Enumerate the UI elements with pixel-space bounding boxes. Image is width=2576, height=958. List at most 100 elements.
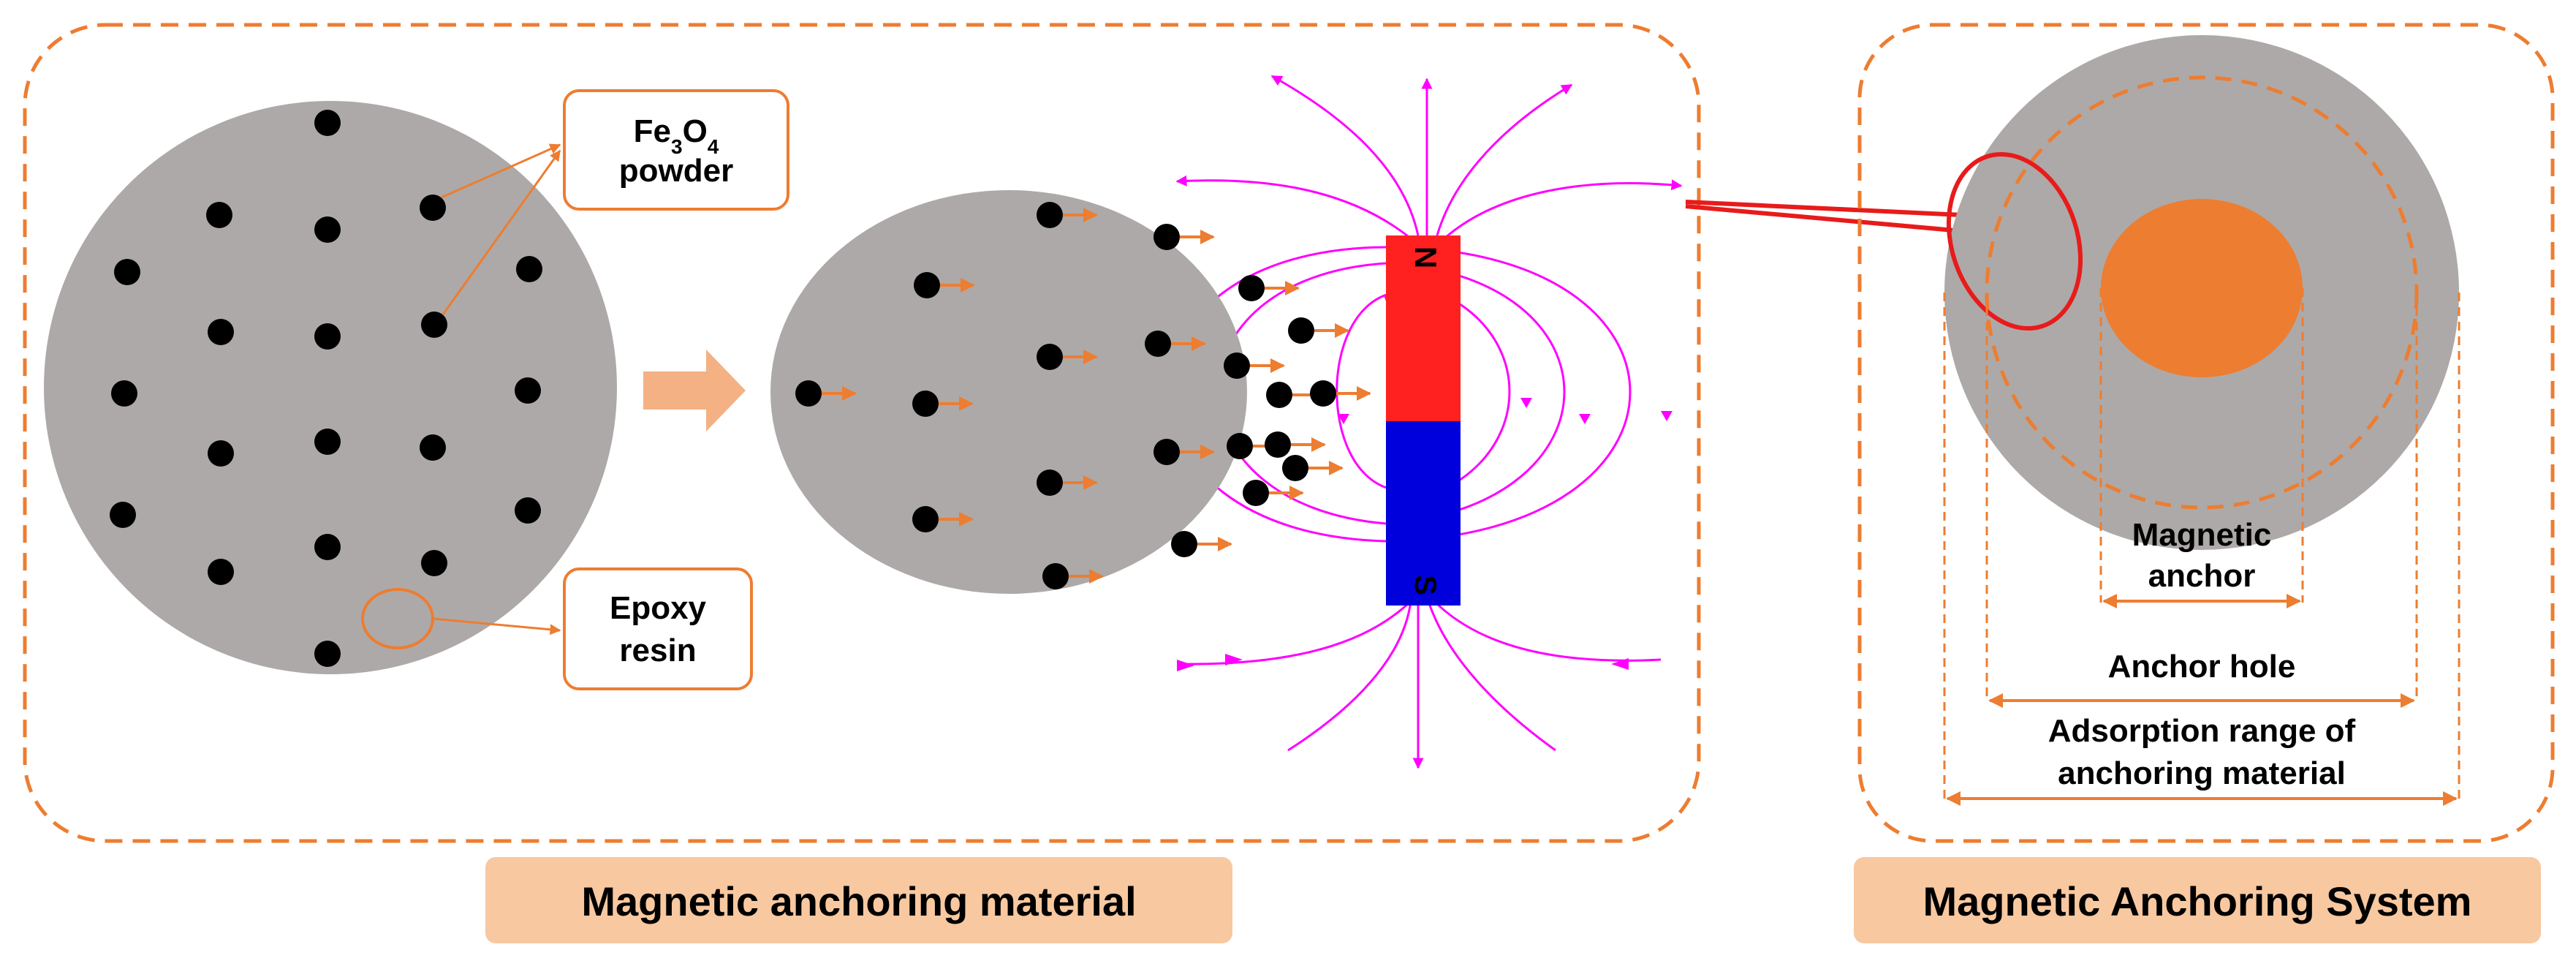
particle bbox=[314, 216, 341, 243]
particle bbox=[1238, 275, 1265, 301]
particle bbox=[421, 312, 447, 338]
particle bbox=[912, 391, 939, 417]
particle bbox=[314, 110, 341, 136]
zoom-connector bbox=[1685, 200, 1963, 233]
zoom-line-top bbox=[1685, 200, 1963, 217]
callout-pointer bbox=[442, 149, 561, 315]
dimension-arrows bbox=[1946, 594, 2458, 806]
field-line bbox=[1175, 175, 1412, 240]
right-panel-title: Magnetic Anchoring System bbox=[1923, 878, 2472, 924]
field-line bbox=[1388, 262, 1566, 525]
magnetic-anchor bbox=[2101, 199, 2303, 377]
magnet-icon: N S bbox=[1386, 235, 1461, 606]
field-line bbox=[1287, 600, 1412, 752]
left-panel-title: Magnetic anchoring material bbox=[581, 878, 1136, 924]
magnetic-field-lines bbox=[1167, 75, 1683, 769]
zoom-line-bottom bbox=[1685, 204, 1963, 233]
particle bbox=[1171, 531, 1197, 557]
particle bbox=[420, 434, 446, 461]
field-line bbox=[1336, 293, 1390, 490]
particle bbox=[1265, 431, 1291, 458]
particle bbox=[208, 319, 234, 345]
field-line bbox=[1433, 600, 1662, 662]
particle bbox=[110, 502, 136, 528]
label-adsorption-range-line2: anchoring material bbox=[2058, 755, 2346, 791]
field-arrowheads bbox=[1177, 295, 1672, 671]
field-arrowhead bbox=[1338, 414, 1349, 424]
particle bbox=[795, 380, 822, 407]
particle bbox=[914, 272, 940, 298]
particle bbox=[1288, 317, 1314, 344]
callout-epoxy: Epoxy resin bbox=[432, 567, 753, 690]
callout-fe3o4-formula: Fe3O4 bbox=[634, 113, 719, 158]
callout-box bbox=[563, 89, 789, 211]
particle bbox=[111, 380, 137, 407]
right-panel: Magnetic anchor Anchor hole Adsorption r… bbox=[1857, 23, 2555, 843]
callout-pointer bbox=[441, 143, 561, 199]
particle bbox=[314, 323, 341, 350]
field-arrowhead bbox=[1579, 414, 1591, 424]
particle bbox=[1037, 202, 1063, 228]
callout-fe3o4-line2: powder bbox=[619, 153, 733, 189]
particle bbox=[314, 641, 341, 667]
material-disc bbox=[44, 101, 617, 674]
particle bbox=[1037, 469, 1063, 496]
particle bbox=[421, 550, 447, 576]
magnetized-material-ellipse bbox=[770, 190, 1247, 594]
particle bbox=[208, 559, 234, 585]
label-adsorption-range-line1: Adsorption range of bbox=[2048, 713, 2356, 749]
field-arrowhead bbox=[1177, 660, 1194, 671]
field-arrowhead bbox=[1520, 398, 1532, 408]
particle bbox=[1282, 455, 1308, 481]
field-arrowhead bbox=[1661, 411, 1672, 421]
right-panel-title-box: Magnetic Anchoring System bbox=[1854, 857, 2541, 943]
particle bbox=[1153, 224, 1180, 250]
particle bbox=[1227, 433, 1253, 459]
particle bbox=[314, 534, 341, 560]
magnet-north-pole bbox=[1386, 235, 1461, 421]
field-line bbox=[1388, 246, 1632, 543]
title-box-bg bbox=[1854, 857, 2541, 943]
callout-epoxy-line1: Epoxy bbox=[610, 590, 707, 626]
left-panel: Fe3O4 powder Epoxy resin bbox=[23, 23, 1701, 843]
callout-pointer bbox=[432, 617, 561, 635]
label-magnetic-anchor-line2: anchor bbox=[2148, 558, 2256, 594]
particle bbox=[208, 440, 234, 467]
particle bbox=[515, 377, 541, 404]
particle bbox=[516, 256, 542, 282]
magnet-south-label: S bbox=[1409, 575, 1443, 595]
zoom-highlight-ellipse bbox=[1946, 151, 2083, 331]
field-line bbox=[1444, 179, 1683, 240]
particle bbox=[420, 195, 446, 221]
field-line bbox=[1427, 600, 1556, 752]
particles-aligned bbox=[795, 202, 1371, 589]
field-arrowhead bbox=[1611, 658, 1629, 670]
particle bbox=[314, 429, 341, 455]
particle bbox=[1243, 480, 1269, 506]
particle bbox=[206, 202, 232, 228]
label-magnetic-anchor-line1: Magnetic bbox=[2132, 517, 2272, 553]
particle bbox=[912, 506, 939, 532]
left-panel-title-box: Magnetic anchoring material bbox=[485, 857, 1232, 943]
left-panel-frame bbox=[23, 23, 1701, 843]
particle bbox=[1266, 382, 1292, 408]
process-arrow-icon bbox=[643, 350, 746, 431]
particle bbox=[1042, 563, 1069, 589]
field-line bbox=[1270, 75, 1420, 236]
label-anchor-hole: Anchor hole bbox=[2108, 649, 2296, 684]
particle bbox=[1224, 352, 1250, 379]
particle bbox=[1037, 344, 1063, 370]
callout-fe3o4: Fe3O4 powder bbox=[441, 89, 789, 315]
particle bbox=[1153, 439, 1180, 465]
magnet-south-pole bbox=[1386, 421, 1461, 606]
callout-box bbox=[563, 567, 753, 690]
field-arrowhead bbox=[1225, 654, 1243, 665]
field-line bbox=[1178, 600, 1412, 665]
particle bbox=[114, 259, 140, 285]
title-box-bg bbox=[485, 857, 1232, 943]
particles-random bbox=[110, 110, 542, 667]
callout-epoxy-line2: resin bbox=[619, 633, 696, 668]
field-line bbox=[1436, 83, 1573, 236]
dimension-guides bbox=[1943, 288, 2461, 800]
